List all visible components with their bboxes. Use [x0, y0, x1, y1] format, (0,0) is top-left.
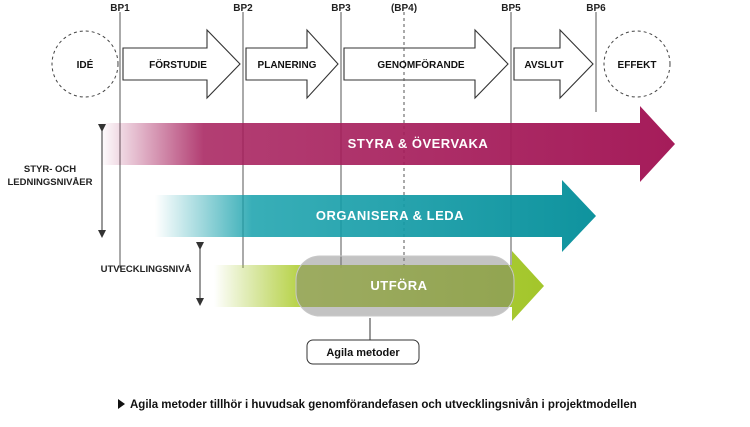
- agile-overlay: [295, 255, 515, 317]
- phase-avslut: AVSLUT: [524, 60, 563, 71]
- idea-circle: [51, 30, 119, 98]
- milestone-bp5: BP5: [501, 3, 521, 14]
- footnote-text: Agila metoder tillhör i huvudsak genomfö…: [130, 399, 637, 411]
- band-styra-label: STYRA & ÖVERVAKA: [348, 136, 489, 151]
- band-organisera-label: ORGANISERA & LEDA: [316, 208, 464, 223]
- band-organisera: [155, 180, 596, 252]
- footnote: Agila metoder tillhör i huvudsak genomfö…: [118, 397, 718, 414]
- phase-arrow-forstudie: [122, 28, 241, 100]
- triangle-bullet-icon: [118, 399, 125, 409]
- milestone-bp4: (BP4): [391, 3, 417, 14]
- phase-arrow-planering: [245, 28, 339, 100]
- effect-circle: [603, 30, 671, 98]
- callout-label: Agila metoder: [326, 347, 400, 359]
- milestone-bp2: BP2: [233, 3, 253, 14]
- band-styra: [100, 106, 675, 182]
- phase-genomforande: GENOMFÖRANDE: [377, 58, 465, 71]
- phase-planering: PLANERING: [258, 60, 317, 71]
- phase-arrow-avslut: [513, 28, 594, 100]
- level-utveckling: UTVECKLINGSNIVÅ: [101, 264, 192, 275]
- phase-arrow-genomforande: [343, 28, 509, 100]
- effect-label: EFFEKT: [618, 60, 657, 71]
- level-styr-line2: LEDNINGSNIVÅER: [8, 177, 93, 188]
- band-utfora-label: UTFÖRA: [370, 278, 427, 293]
- callout-box: [306, 339, 420, 365]
- milestone-bp1: BP1: [110, 3, 130, 14]
- level-styr-line1: STYR- OCH: [24, 164, 76, 175]
- milestone-bp6: BP6: [586, 3, 606, 14]
- idea-label: IDÉ: [77, 58, 94, 71]
- milestone-bp3: BP3: [331, 3, 351, 14]
- phase-forstudie: FÖRSTUDIE: [149, 58, 207, 71]
- band-utfora: [214, 251, 544, 321]
